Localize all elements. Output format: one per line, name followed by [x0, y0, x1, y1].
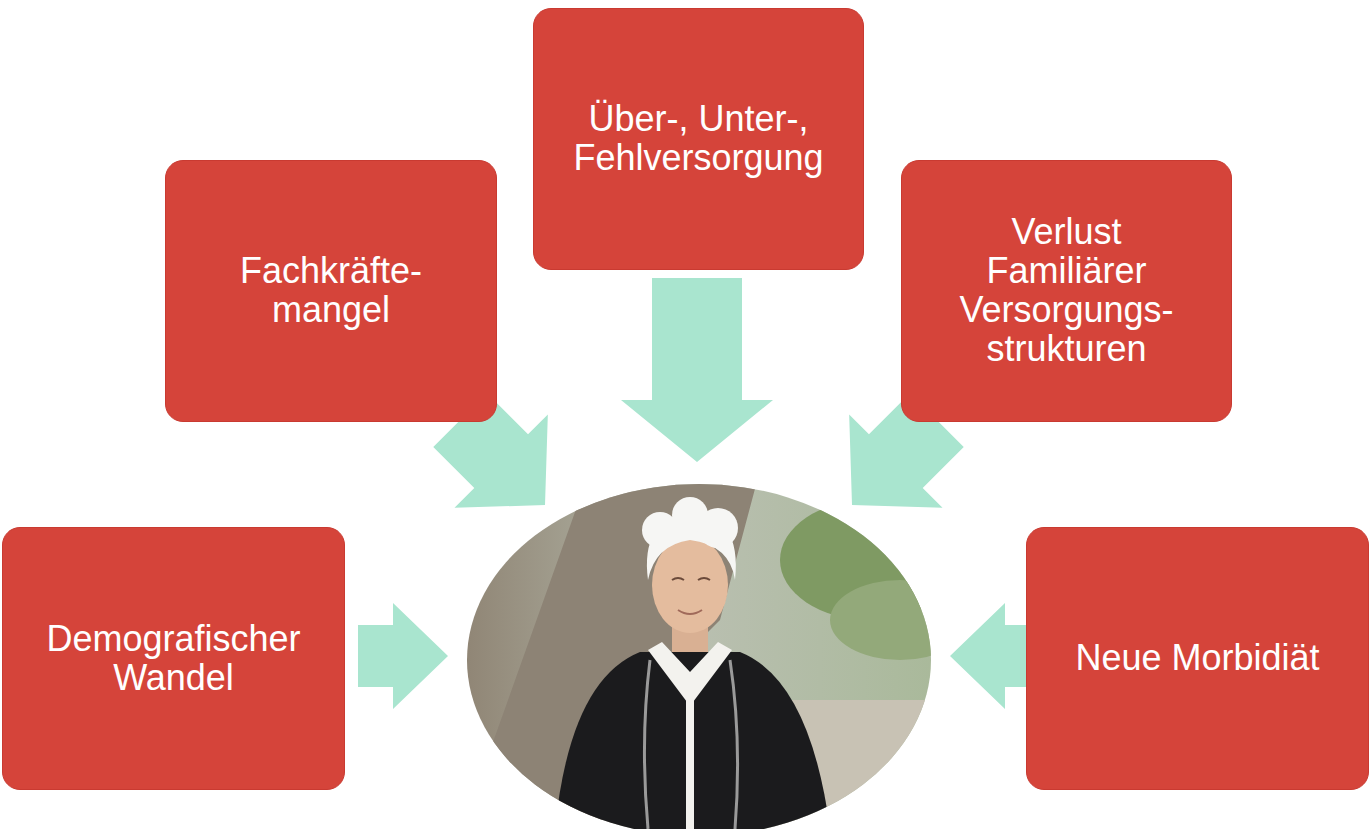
block-arrow: [621, 278, 773, 462]
process-box: Verlust Familiärer Versorgungs- struktur…: [901, 160, 1232, 422]
hair: [672, 497, 708, 533]
box-label: Über-, Unter-, Fehlversorgung: [564, 100, 834, 178]
box-label: Verlust Familiärer Versorgungs- struktur…: [947, 213, 1187, 369]
block-arrow: [358, 603, 448, 709]
collar: [648, 642, 732, 706]
eyes: [672, 578, 710, 580]
mouth: [678, 610, 702, 614]
process-box: Neue Morbidiät: [1026, 527, 1369, 790]
process-box: Demografischer Wandel: [2, 527, 345, 790]
box-label: Neue Morbidiät: [1075, 639, 1319, 678]
process-box: Über-, Unter-, Fehlversorgung: [533, 8, 864, 270]
foliage: [830, 580, 970, 660]
face: [652, 537, 728, 633]
cardigan-piping: [730, 660, 738, 829]
box-label: Demografischer Wandel: [24, 620, 324, 698]
portrait-photo: [460, 470, 970, 829]
box-label: Fachkräfte- mangel: [211, 252, 451, 330]
process-box: Fachkräfte- mangel: [165, 160, 497, 422]
blouse: [686, 700, 694, 829]
cardigan-piping: [644, 660, 650, 829]
